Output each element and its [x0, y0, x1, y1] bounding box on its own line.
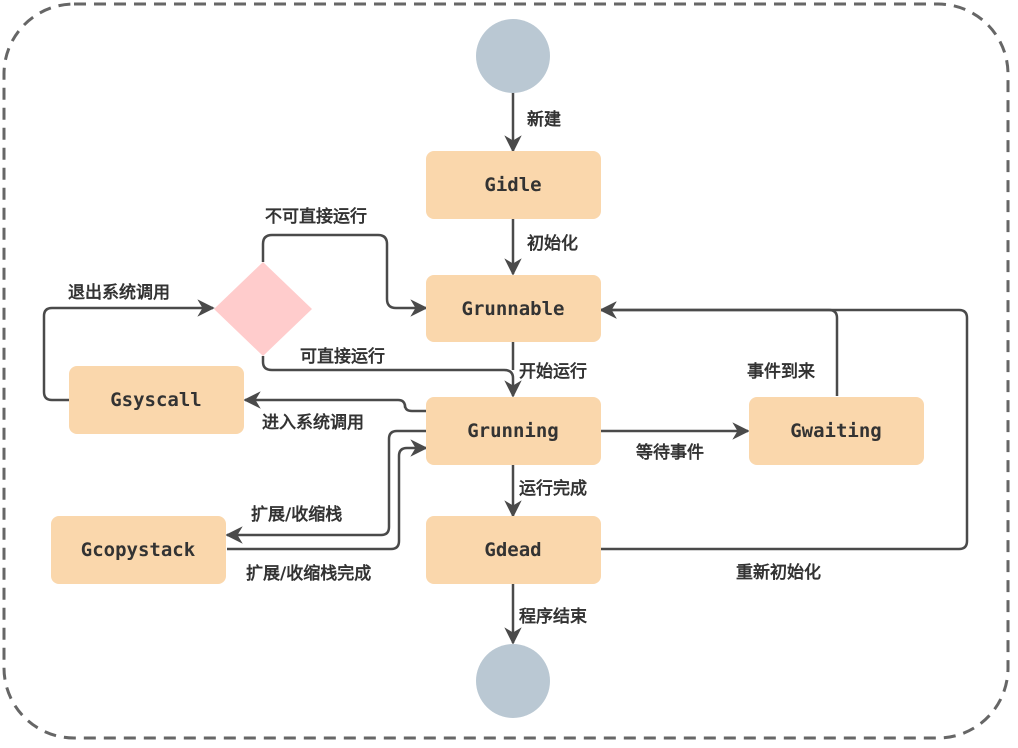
dashed-frame	[2, 2, 1010, 740]
state-gsyscall: Gsyscall	[69, 366, 244, 434]
edge-grow-shrink-stack	[225, 429, 426, 544]
label-reinit: 重新初始化	[736, 562, 821, 583]
state-grunning-label: Grunning	[467, 420, 559, 442]
edge-grow-shrink-stack-done	[227, 439, 428, 551]
label-enter-syscall: 进入系统调用	[262, 412, 364, 433]
edge-can-direct-run	[261, 356, 522, 398]
state-gidle: Gidle	[426, 151, 601, 219]
label-program-end: 程序结束	[519, 606, 587, 627]
edge-reinit	[599, 301, 969, 551]
state-gcopystack: Gcopystack	[51, 516, 226, 584]
edge-event-arrive	[599, 301, 839, 396]
label-start-run: 开始运行	[519, 361, 587, 382]
label-create: 新建	[527, 109, 561, 130]
start-node	[476, 19, 550, 93]
state-gdead-label: Gdead	[484, 539, 541, 561]
state-gwaiting: Gwaiting	[749, 397, 924, 465]
label-init: 初始化	[527, 233, 578, 254]
state-gdead: Gdead	[426, 516, 601, 584]
label-wait-event: 等待事件	[636, 442, 704, 463]
state-grunning: Grunning	[426, 397, 601, 465]
edge-enter-syscall	[243, 391, 426, 413]
label-grow-shrink-stack: 扩展/收缩栈	[251, 504, 342, 525]
label-can-direct-run: 可直接运行	[300, 346, 385, 367]
state-grunnable-label: Grunnable	[462, 298, 565, 320]
decision-diamond	[214, 262, 312, 356]
label-not-direct-run: 不可直接运行	[265, 206, 367, 227]
edge-exit-syscall	[42, 299, 215, 402]
state-gcopystack-label: Gcopystack	[81, 539, 196, 561]
label-grow-shrink-stack-done: 扩展/收缩栈完成	[246, 563, 371, 584]
state-gwaiting-label: Gwaiting	[790, 420, 882, 442]
end-node	[476, 644, 550, 718]
state-grunnable: Grunnable	[426, 275, 601, 342]
edge-not-direct-run	[261, 233, 428, 317]
label-event-arrive: 事件到来	[747, 361, 816, 382]
label-run-complete: 运行完成	[519, 478, 587, 499]
label-exit-syscall: 退出系统调用	[68, 282, 170, 303]
state-gidle-label: Gidle	[484, 174, 541, 196]
state-gsyscall-label: Gsyscall	[110, 389, 202, 411]
